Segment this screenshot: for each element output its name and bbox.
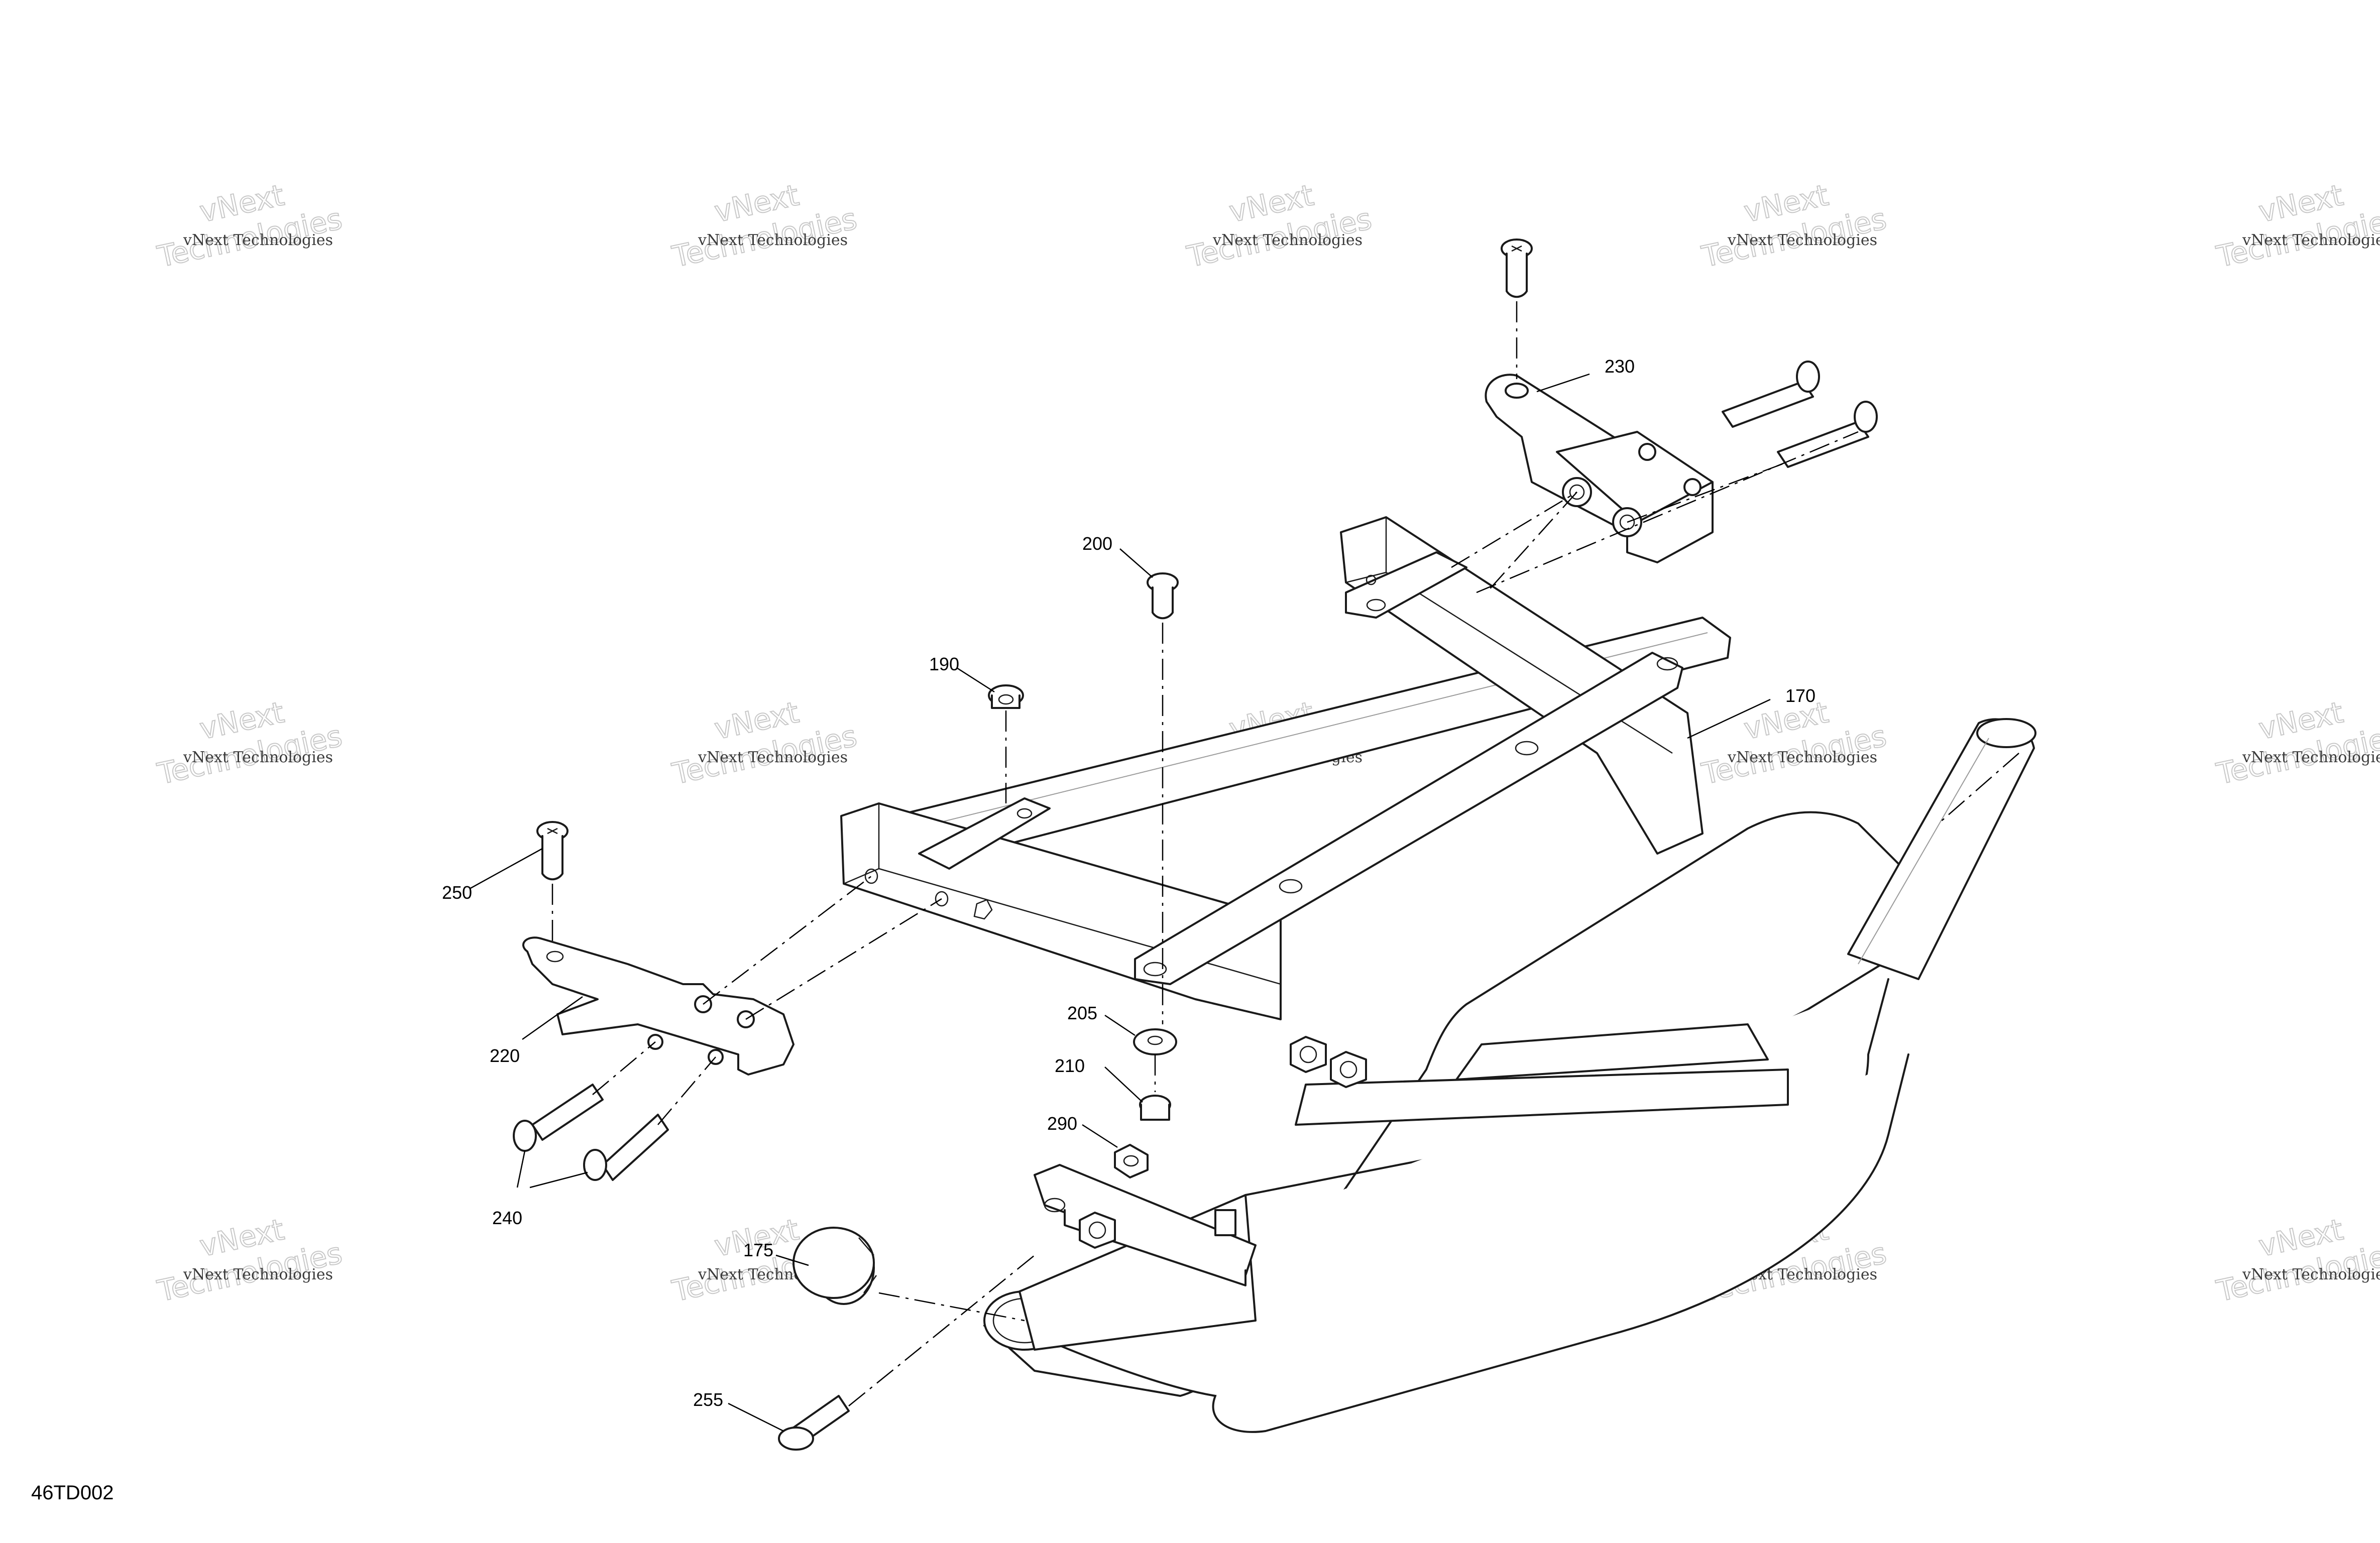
callout-230: 230 <box>1605 356 1635 377</box>
nut-210 <box>1139 1095 1171 1121</box>
watermark-small: vNext Technologies <box>183 231 333 249</box>
callout-240: 240 <box>492 1208 522 1228</box>
nut-190 <box>988 684 1024 709</box>
drawing-code: 46TD002 <box>31 1482 114 1504</box>
leader-lines <box>469 373 1771 1432</box>
bracket-220 <box>522 936 795 1076</box>
watermark-small: vNext Technologies <box>2242 231 2380 249</box>
front-frame-assembly <box>840 516 2036 1433</box>
callout-190: 190 <box>929 654 959 674</box>
cap-175 <box>792 1227 877 1305</box>
callout-220: 220 <box>490 1045 520 1066</box>
watermark-small: vNext Technologies <box>698 749 848 766</box>
pins-240 <box>513 1084 669 1181</box>
watermark-small: vNext Technologies <box>183 749 333 766</box>
watermark-small: vNext Technologies <box>183 1266 333 1283</box>
bolt-255 <box>778 1395 850 1451</box>
bolt-230 <box>1501 239 1533 298</box>
callout-labels: 230 170 200 190 250 220 240 205 210 290 … <box>442 356 1816 1410</box>
callout-255: 255 <box>693 1389 723 1410</box>
bolt-200 <box>1147 572 1179 620</box>
watermark-small: vNext Technologies <box>698 231 848 249</box>
callout-170: 170 <box>1785 685 1816 706</box>
callout-205: 205 <box>1067 1003 1097 1023</box>
watermark-small: vNext Technologies <box>1727 231 1877 249</box>
washer-205 <box>1133 1028 1177 1055</box>
centerlines <box>551 301 2019 1406</box>
callout-210: 210 <box>1055 1055 1085 1076</box>
pins-230 <box>1722 361 1878 468</box>
callout-290: 290 <box>1047 1113 1077 1134</box>
watermark-small: vNext Technologies <box>2242 749 2380 766</box>
watermark-small: vNext Technologies <box>2242 1266 2380 1283</box>
frame-nuts <box>1079 1036 1367 1249</box>
watermark-small: vNext Technologies <box>1727 749 1877 766</box>
callout-200: 200 <box>1082 533 1112 554</box>
watermark-small: vNext Technologies <box>1212 231 1363 249</box>
bolt-250 <box>536 821 569 881</box>
bracket-230 <box>1485 374 1714 563</box>
callout-175: 175 <box>743 1240 773 1260</box>
callout-250: 250 <box>442 882 472 903</box>
nut-290 <box>1114 1144 1149 1178</box>
